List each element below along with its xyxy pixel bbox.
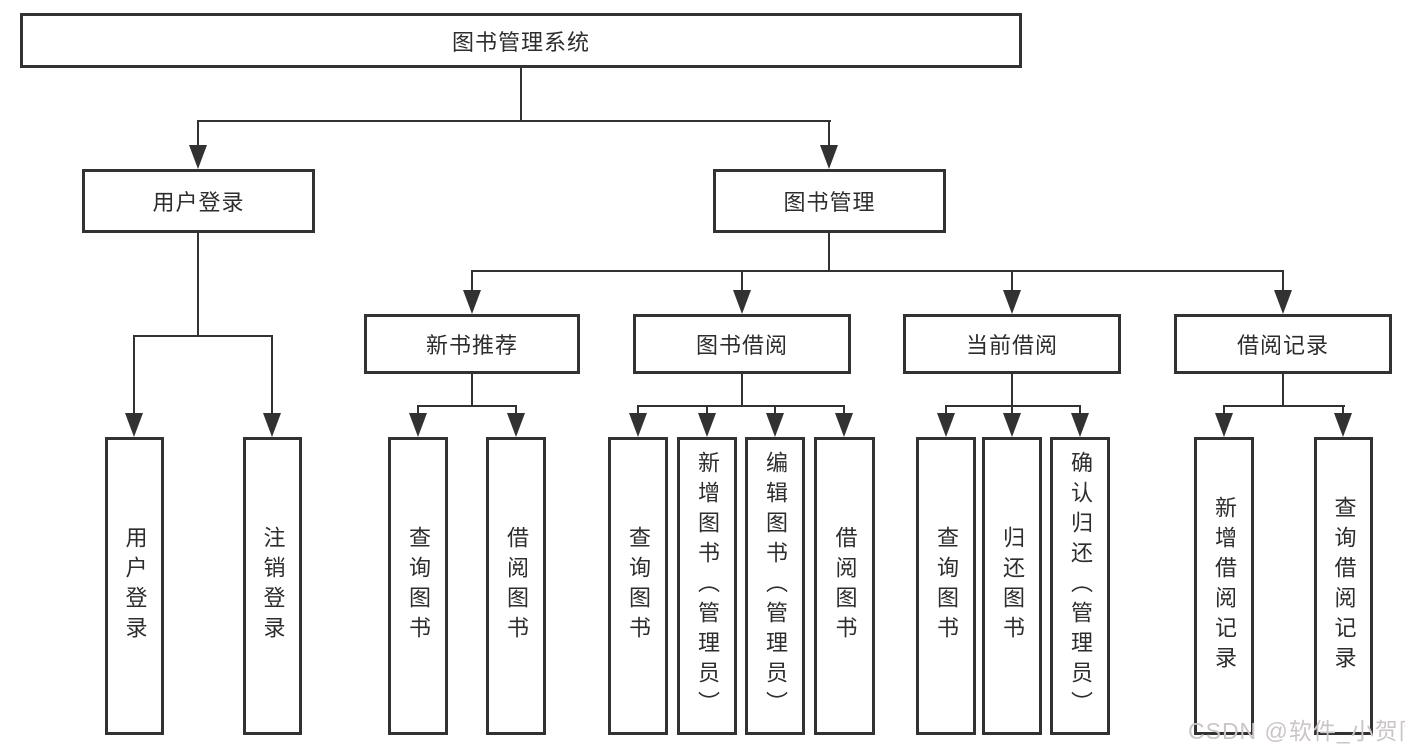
leaf-query-borrow-record-label: 查询借阅记录	[1331, 496, 1357, 676]
arrowhead-down-icon	[263, 413, 281, 437]
arrowhead-down-icon	[629, 413, 647, 437]
node-new-book-recommend-label: 新书推荐	[425, 333, 518, 358]
connector-line	[1011, 374, 1013, 406]
leaf-confirm-return-admin: 确认归还（管理员）	[1050, 437, 1110, 735]
node-borrow-record: 借阅记录	[1174, 314, 1392, 374]
connector-line	[417, 405, 419, 415]
connector-line	[520, 68, 522, 121]
arrowhead-down-icon	[1215, 413, 1233, 437]
leaf-logout-label: 注销登录	[260, 526, 286, 646]
node-current-borrow-label: 当前借阅	[965, 333, 1058, 358]
leaf-add-book-admin: 新增图书（管理员）	[677, 437, 737, 735]
node-book-management-label: 图书管理	[783, 190, 876, 215]
arrowhead-down-icon	[409, 413, 427, 437]
arrowhead-down-icon	[1274, 290, 1292, 314]
connector-line	[1282, 374, 1284, 406]
connector-line	[1223, 405, 1345, 407]
connector-line	[197, 120, 831, 122]
connector-line	[637, 405, 639, 415]
node-root: 图书管理系统	[20, 13, 1022, 68]
node-borrow-record-label: 借阅记录	[1236, 333, 1329, 358]
leaf-query-book-1: 查询图书	[388, 437, 448, 735]
arrowhead-down-icon	[507, 413, 525, 437]
connector-line	[1223, 405, 1225, 415]
connector-line	[471, 270, 473, 292]
arrowhead-down-icon	[125, 413, 143, 437]
arrowhead-down-icon	[733, 290, 751, 314]
leaf-return-book-label: 归还图书	[1000, 526, 1025, 646]
node-current-borrow: 当前借阅	[903, 314, 1121, 374]
arrowhead-down-icon	[463, 290, 481, 314]
connector-line	[197, 233, 199, 336]
leaf-borrow-book-1-label: 借阅图书	[504, 526, 529, 646]
connector-line	[843, 405, 845, 415]
leaf-query-book-3: 查询图书	[916, 437, 976, 735]
node-user-login: 用户登录	[82, 169, 315, 233]
leaf-add-borrow-record-label: 新增借阅记录	[1212, 496, 1237, 676]
connector-line	[828, 233, 830, 271]
leaf-edit-book-admin: 编辑图书（管理员）	[745, 437, 805, 735]
connector-line	[271, 335, 273, 415]
connector-line	[741, 374, 743, 406]
node-book-management: 图书管理	[713, 169, 946, 233]
node-book-borrow-label: 图书借阅	[695, 333, 788, 358]
connector-line	[1079, 405, 1081, 415]
connector-line	[471, 270, 1283, 272]
leaf-borrow-book-1: 借阅图书	[486, 437, 546, 735]
arrowhead-down-icon	[820, 145, 838, 169]
node-new-book-recommend: 新书推荐	[364, 314, 580, 374]
leaf-add-book-admin-label: 新增图书（管理员）	[695, 451, 720, 721]
connector-line	[515, 405, 517, 415]
arrowhead-down-icon	[1071, 413, 1089, 437]
leaf-query-borrow-record: 查询借阅记录	[1314, 437, 1373, 735]
arrowhead-down-icon	[1003, 290, 1021, 314]
connector-line	[417, 405, 517, 407]
connector-line	[1011, 405, 1013, 415]
leaf-query-book-2: 查询图书	[608, 437, 668, 735]
connector-line	[637, 405, 845, 407]
leaf-add-borrow-record: 新增借阅记录	[1194, 437, 1254, 735]
arrowhead-down-icon	[1003, 413, 1021, 437]
connector-line	[1011, 270, 1013, 292]
arrowhead-down-icon	[835, 413, 853, 437]
connector-line	[774, 405, 776, 415]
leaf-borrow-book-2-label: 借阅图书	[832, 526, 858, 646]
arrowhead-down-icon	[189, 145, 207, 169]
arrowhead-down-icon	[1334, 413, 1352, 437]
leaf-edit-book-admin-label: 编辑图书（管理员）	[763, 451, 788, 721]
leaf-query-book-1-label: 查询图书	[406, 526, 431, 646]
leaf-query-book-2-label: 查询图书	[626, 526, 651, 646]
node-book-borrow: 图书借阅	[633, 314, 851, 374]
connector-line	[197, 120, 199, 147]
connector-line	[945, 405, 1081, 407]
leaf-query-book-3-label: 查询图书	[934, 526, 959, 646]
arrowhead-down-icon	[937, 413, 955, 437]
node-root-label: 图书管理系统	[451, 29, 590, 55]
arrowhead-down-icon	[766, 413, 784, 437]
leaf-user-login-label: 用户登录	[122, 526, 148, 646]
arrowhead-down-icon	[698, 413, 716, 437]
connector-line	[471, 374, 473, 406]
connector-line	[741, 270, 743, 292]
leaf-logout: 注销登录	[243, 437, 302, 735]
connector-line	[133, 335, 135, 415]
connector-line	[1282, 270, 1284, 292]
connector-line	[1342, 405, 1344, 415]
connector-line	[706, 405, 708, 415]
leaf-borrow-book-2: 借阅图书	[814, 437, 875, 735]
leaf-user-login: 用户登录	[105, 437, 164, 735]
leaf-confirm-return-admin-label: 确认归还（管理员）	[1068, 451, 1093, 721]
connector-line	[828, 120, 830, 147]
connector-line	[945, 405, 947, 415]
node-user-login-label: 用户登录	[152, 190, 245, 215]
connector-line	[133, 335, 272, 337]
csdn-watermark: CSDN @软件_小贺同学	[1188, 718, 1405, 744]
leaf-return-book: 归还图书	[982, 437, 1042, 735]
